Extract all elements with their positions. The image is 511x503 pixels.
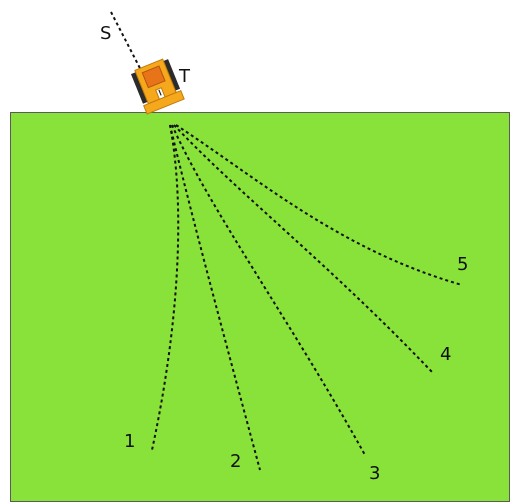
label-path-4: 4 [440, 344, 451, 365]
right-tread [163, 59, 181, 91]
path-3 [171, 124, 366, 456]
label-start: S [100, 23, 111, 44]
field-area [10, 112, 510, 502]
tractor-blade [143, 90, 185, 115]
path-2 [169, 124, 261, 471]
label-tractor: T [178, 66, 191, 87]
label-path-5: 5 [457, 254, 468, 275]
arm-mark [158, 89, 162, 96]
approach-path [110, 11, 146, 79]
bulldozer-icon [130, 58, 185, 115]
label-path-2: 2 [230, 451, 241, 472]
path-4 [173, 124, 433, 373]
left-tread [130, 72, 148, 104]
label-path-1: 1 [124, 431, 135, 452]
label-path-3: 3 [369, 463, 380, 484]
tractor-cab [141, 65, 166, 89]
